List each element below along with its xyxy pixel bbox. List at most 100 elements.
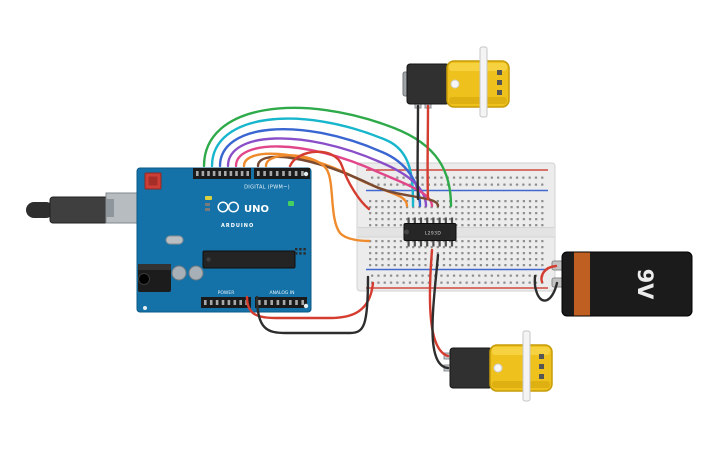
arduino-uno-board[interactable]: DIGITAL (PWM~) POWER ANALOG IN UNO ARDUI… — [136, 167, 312, 313]
breadboard-hole[interactable] — [455, 252, 458, 255]
analog-pin[interactable] — [270, 300, 273, 305]
digital-pin[interactable] — [201, 171, 205, 176]
analog-pins-header[interactable] — [255, 297, 307, 308]
breadboard-hole[interactable] — [446, 281, 449, 284]
digital-pin[interactable] — [288, 171, 292, 176]
breadboard-hole[interactable] — [534, 176, 538, 179]
breadboard-hole[interactable] — [467, 264, 470, 267]
breadboard-hole[interactable] — [442, 218, 446, 221]
breadboard-hole[interactable] — [381, 218, 384, 221]
breadboard-hole[interactable] — [377, 281, 380, 284]
breadboard-hole[interactable] — [461, 264, 464, 267]
breadboard-hole[interactable] — [541, 258, 544, 261]
breadboard-hole[interactable] — [452, 183, 456, 186]
breadboard-hole[interactable] — [478, 274, 481, 277]
breadboard-hole[interactable] — [528, 212, 532, 215]
breadboard-hole[interactable] — [522, 224, 526, 227]
breadboard-hole[interactable] — [387, 258, 390, 261]
breadboard-hole[interactable] — [387, 240, 390, 243]
breadboard-hole[interactable] — [473, 200, 476, 203]
breadboard-hole[interactable] — [504, 258, 507, 261]
breadboard-hole[interactable] — [485, 200, 489, 203]
breadboard-hole[interactable] — [504, 264, 507, 267]
breadboard-hole[interactable] — [492, 206, 495, 209]
breadboard-hole[interactable] — [467, 252, 470, 255]
breadboard-hole[interactable] — [440, 183, 443, 186]
breadboard-hole[interactable] — [459, 176, 462, 179]
breadboard-hole[interactable] — [534, 183, 538, 186]
breadboard-hole[interactable] — [467, 224, 470, 227]
breadboard-hole[interactable] — [440, 281, 443, 284]
breadboard-hole[interactable] — [467, 240, 470, 243]
power-pin[interactable] — [221, 300, 225, 305]
breadboard-hole[interactable] — [418, 264, 421, 267]
breadboard-hole[interactable] — [455, 200, 458, 203]
breadboard-hole[interactable] — [510, 218, 513, 221]
breadboard-hole[interactable] — [541, 176, 544, 179]
breadboard-hole[interactable] — [535, 224, 538, 227]
breadboard-hole[interactable] — [461, 224, 464, 227]
breadboard-hole[interactable] — [375, 264, 378, 267]
breadboard-hole[interactable] — [387, 224, 390, 227]
icsp-header[interactable] — [295, 248, 306, 255]
breadboard-hole[interactable] — [473, 246, 476, 249]
motor-body[interactable] — [489, 344, 553, 392]
breadboard-hole[interactable] — [434, 176, 437, 179]
breadboard-hole[interactable] — [448, 258, 452, 261]
breadboard-hole[interactable] — [424, 264, 427, 267]
breadboard-hole[interactable] — [473, 218, 476, 221]
wire-layer[interactable] — [202, 104, 559, 370]
wire-d-brown[interactable] — [256, 155, 440, 208]
breadboard-hole[interactable] — [515, 176, 519, 179]
breadboard-hole[interactable] — [461, 246, 464, 249]
breadboard-hole[interactable] — [405, 264, 409, 267]
breadboard-hole[interactable] — [528, 183, 531, 186]
digital-pin[interactable] — [257, 171, 260, 176]
breadboard-hole[interactable] — [541, 264, 544, 267]
digital-pin[interactable] — [301, 171, 304, 176]
breadboard-hole[interactable] — [498, 224, 501, 227]
breadboard-hole[interactable] — [498, 206, 501, 209]
breadboard-hole[interactable] — [515, 274, 519, 277]
breadboard-hole[interactable] — [399, 224, 403, 227]
breadboard-hole[interactable] — [504, 246, 507, 249]
icsp-pin[interactable] — [299, 248, 302, 251]
breadboard-hole[interactable] — [509, 183, 512, 186]
breadboard-hole[interactable] — [393, 212, 396, 215]
wire-d-green[interactable] — [202, 106, 453, 208]
analog-pin[interactable] — [301, 300, 304, 305]
breadboard-hole[interactable] — [393, 258, 396, 261]
breadboard-hole[interactable] — [498, 212, 501, 215]
breadboard-hole[interactable] — [479, 252, 482, 255]
breadboard-hole[interactable] — [484, 281, 487, 284]
breadboard-hole[interactable] — [510, 212, 513, 215]
analog-pin[interactable] — [282, 300, 286, 305]
breadboard-hole[interactable] — [418, 258, 421, 261]
breadboard-hole[interactable] — [504, 218, 507, 221]
breadboard-hole[interactable] — [485, 258, 489, 261]
breadboard-hole[interactable] — [535, 206, 538, 209]
breadboard-hole[interactable] — [510, 240, 513, 243]
breadboard-hole[interactable] — [504, 212, 507, 215]
breadboard-hole[interactable] — [389, 281, 393, 284]
l293d-chip[interactable]: L293D — [403, 217, 457, 247]
breadboard-hole[interactable] — [528, 274, 531, 277]
wire-signal-red[interactable] — [288, 150, 371, 211]
breadboard-hole[interactable] — [528, 258, 532, 261]
breadboard-hole[interactable] — [381, 246, 384, 249]
breadboard-hole[interactable] — [535, 252, 538, 255]
breadboard-hole[interactable] — [375, 218, 378, 221]
breadboard-hole[interactable] — [485, 240, 489, 243]
breadboard-hole[interactable] — [418, 212, 421, 215]
breadboard-hole[interactable] — [498, 200, 501, 203]
motor-shaft[interactable] — [479, 46, 488, 118]
breadboard-hole[interactable] — [424, 218, 427, 221]
breadboard-hole[interactable] — [478, 281, 481, 284]
breadboard-hole[interactable] — [492, 212, 495, 215]
digital-pin[interactable] — [207, 171, 210, 176]
breadboard-hole[interactable] — [369, 212, 372, 215]
breadboard-hole[interactable] — [371, 176, 374, 179]
breadboard-hole[interactable] — [541, 224, 544, 227]
breadboard-hole[interactable] — [498, 218, 501, 221]
breadboard-hole[interactable] — [452, 274, 456, 277]
